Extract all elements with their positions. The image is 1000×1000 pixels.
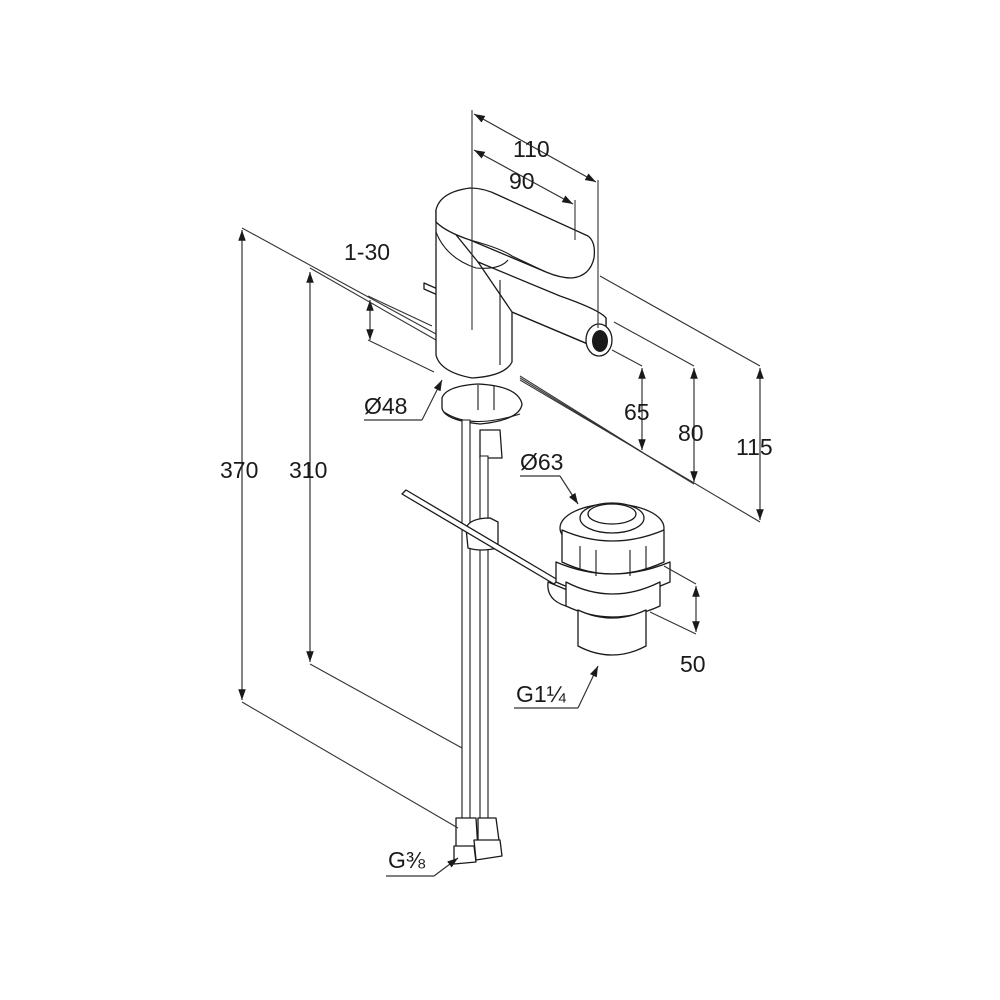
thread-waste: G1¼: [514, 665, 599, 709]
dim-waste-height: 50: [649, 565, 706, 677]
thread-g1-1-4-label: G1¼: [516, 681, 567, 707]
dim-50-label: 50: [680, 651, 706, 677]
dim-width: 110 90: [471, 110, 599, 330]
dim-spout-heights: 65 80 115: [519, 275, 773, 523]
flexible-hoses: [453, 419, 503, 865]
dim-115-label: 115: [736, 434, 773, 460]
dim-waste-diameter: Ø63: [520, 449, 579, 505]
dim-370-label: 370: [220, 457, 258, 483]
thread-supply: G⅜: [386, 847, 459, 877]
dim-base-diameter: Ø48: [364, 379, 443, 421]
waste-fitting: [555, 502, 671, 656]
dim-height-total: 370: [220, 227, 459, 829]
dim-80-label: 80: [678, 420, 704, 446]
dim-height-hose: 310: [289, 267, 463, 749]
dim-lever-travel: 1-30: [344, 239, 435, 373]
dim-110-label: 110: [513, 136, 550, 162]
dim-1-30-label: 1-30: [344, 239, 390, 265]
dim-65-label: 65: [624, 399, 650, 425]
dim-48-label: Ø48: [364, 393, 407, 419]
dim-310-label: 310: [289, 457, 327, 483]
dim-63-label: Ø63: [520, 449, 563, 475]
mixer-body: [423, 187, 613, 459]
dim-90-label: 90: [509, 168, 535, 194]
thread-g3-8-label: G⅜: [388, 847, 426, 873]
